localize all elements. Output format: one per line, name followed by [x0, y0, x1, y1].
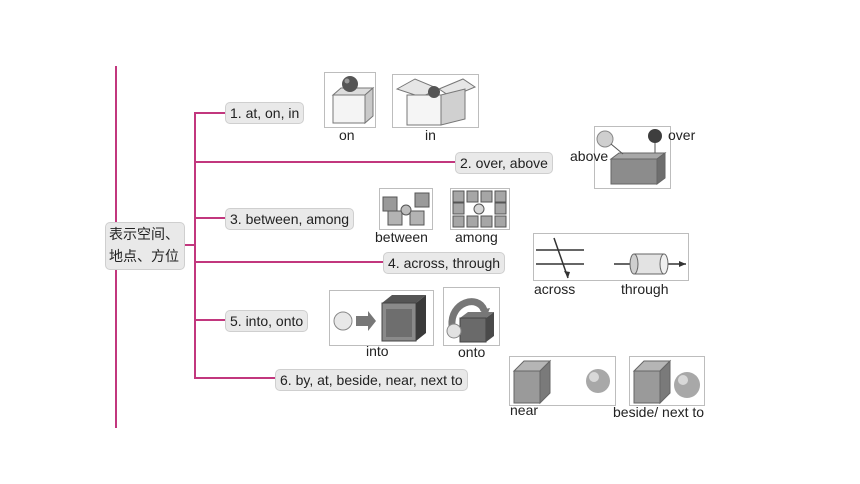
caption-in: in [425, 127, 436, 143]
caption-above: above [570, 148, 609, 164]
caption-through: through [621, 281, 669, 297]
caption-across: across [534, 281, 576, 297]
branch-2-connector [194, 161, 456, 163]
branch-3-connector [194, 217, 226, 219]
branch-6-connector [194, 377, 276, 379]
root-connector [178, 244, 195, 246]
branch-1-label: 1. at, on, in [225, 102, 305, 124]
over-above-illustration [594, 126, 671, 189]
across-through-illustration [533, 233, 689, 281]
near-illustration [509, 356, 616, 406]
root-line-2: 地点、方位 [109, 249, 179, 265]
root-line-1: 表示空间、 [109, 227, 179, 243]
caption-among: among [455, 229, 498, 245]
branch-2-label: 2. over, above [455, 152, 553, 174]
branch-1-connector [194, 112, 226, 114]
branch-trunk [194, 112, 196, 379]
branch-4-label: 4. across, through [383, 252, 506, 274]
branch-5-label: 5. into, onto [225, 310, 309, 332]
beside-illustration [629, 356, 705, 406]
among-illustration [450, 188, 510, 230]
branch-3-label: 3. between, among [225, 208, 355, 230]
into-illustration [329, 290, 434, 346]
on-illustration [324, 72, 376, 128]
caption-into: into [366, 343, 389, 359]
branch-5-connector [194, 319, 226, 321]
caption-onto: onto [458, 344, 486, 360]
branch-4-connector [194, 261, 384, 263]
branch-6-label: 6. by, at, beside, near, next to [275, 369, 468, 391]
root-node: 表示空间、 地点、方位 [105, 222, 185, 270]
caption-between: between [375, 229, 428, 245]
onto-illustration [443, 287, 500, 346]
between-illustration [379, 188, 433, 230]
caption-near: near [510, 402, 539, 418]
in-illustration [392, 74, 479, 128]
caption-over: over [668, 127, 696, 143]
caption-beside: beside/ next to [613, 404, 705, 420]
caption-on: on [339, 127, 355, 143]
